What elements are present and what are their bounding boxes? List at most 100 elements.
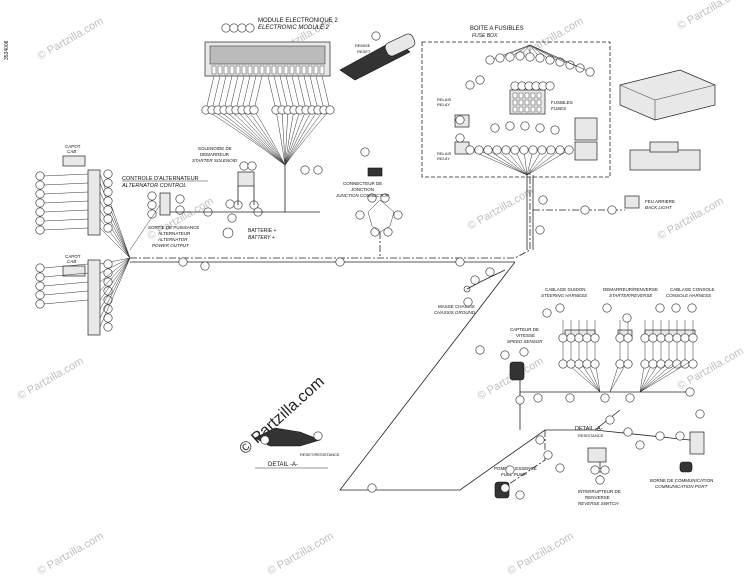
wire-number-bubble bbox=[221, 23, 231, 33]
chassis-en: CHASSIS GROUND bbox=[434, 310, 476, 315]
watermark-text: © Partzilla.com bbox=[36, 15, 106, 62]
wire-number-bubble bbox=[35, 198, 45, 208]
wire-segment bbox=[43, 227, 89, 231]
console-en: CONSOLE HARNESS bbox=[666, 293, 711, 298]
wire-number-bubble bbox=[465, 80, 475, 90]
battery-terminal: BATTERIE + BATTERY + bbox=[222, 227, 276, 241]
wire-number-bubble bbox=[543, 450, 553, 460]
wire-segment bbox=[99, 182, 131, 259]
wire-number-bubble bbox=[575, 63, 585, 73]
wire-number-bubble bbox=[680, 359, 690, 369]
communication-port: BORNE DE COMMUNICATION COMMUNICATION POR… bbox=[650, 431, 713, 489]
starter-rev-fr: DEMARREUR/RENVERSE bbox=[603, 287, 658, 292]
wire-number-bubble bbox=[622, 313, 632, 323]
junction-plug bbox=[367, 167, 383, 177]
wire-number-bubble bbox=[313, 431, 323, 441]
module-title-fr: MODULE ELECTRONIQUE 2 bbox=[258, 18, 338, 24]
wire-number-bubble bbox=[535, 123, 545, 133]
watermark-text: © Partzilla.com bbox=[16, 355, 86, 402]
wire-number-bubble bbox=[542, 308, 552, 318]
wire-number-bubble bbox=[175, 205, 185, 215]
wire-segment bbox=[43, 182, 89, 186]
module-pin bbox=[313, 65, 319, 75]
module-pin bbox=[277, 65, 283, 75]
relay1-en: RELAY bbox=[437, 102, 450, 107]
wire-number-bubble bbox=[590, 333, 600, 343]
wire-segment bbox=[43, 173, 89, 177]
fuse-cell bbox=[530, 99, 536, 106]
comm-port-en: COMMUNICATION PORT bbox=[655, 484, 709, 489]
module-pin bbox=[307, 65, 313, 75]
watermark-text: © Partzilla.com bbox=[266, 530, 336, 577]
power-out-fr-1: SORTIE DE PUISSANCE bbox=[148, 225, 199, 230]
fuse-cell bbox=[512, 106, 518, 113]
wire-segment bbox=[99, 257, 131, 283]
wire-segment bbox=[496, 149, 528, 176]
wire-number-bubble bbox=[355, 210, 365, 220]
alt-control-fr: CONTROLE D'ALTERNATEUR bbox=[122, 176, 199, 182]
main-trunk bbox=[130, 170, 531, 259]
module-pin bbox=[319, 65, 325, 75]
wire-number-bubble bbox=[655, 431, 665, 441]
fuse-cell bbox=[524, 106, 530, 113]
wire-number-bubble bbox=[383, 227, 393, 237]
wire-number-bubble bbox=[656, 359, 666, 369]
wire-segment bbox=[99, 257, 131, 301]
wire-segment bbox=[526, 149, 552, 176]
speed-fr-1: CAPTEUR DE bbox=[510, 327, 539, 332]
wire-number-bubble bbox=[35, 272, 45, 282]
wire-segment bbox=[43, 209, 89, 213]
wire-segment bbox=[43, 200, 89, 204]
wire-number-bubble bbox=[103, 322, 113, 332]
wire-number-bubble bbox=[475, 345, 485, 355]
fuel-pump: POMPE A ESSENCE FUEL PUMP bbox=[494, 466, 537, 499]
steering-fr: CABLAGE GUIDON bbox=[545, 287, 586, 292]
solenoid-fr-1: SOLENOIDE DE bbox=[198, 146, 232, 151]
module-pin bbox=[235, 65, 241, 75]
battery-en: BATTERY + bbox=[248, 235, 275, 241]
wire-number-bubble bbox=[656, 333, 666, 343]
wire-number-bubble bbox=[247, 161, 257, 171]
wire-number-bubble bbox=[35, 171, 45, 181]
wire-number-bubble bbox=[519, 145, 529, 155]
wire-number-bubble bbox=[35, 281, 45, 291]
wire-number-bubble bbox=[300, 165, 310, 175]
fuel-pump-fr: POMPE A ESSENCE bbox=[494, 466, 537, 471]
wire-number-bubble bbox=[688, 333, 698, 343]
wire-segment bbox=[223, 75, 286, 166]
wire-number-bubble bbox=[585, 67, 595, 77]
module-title-en: ELECTRONIC MODULE 2 bbox=[258, 25, 330, 31]
module-pin bbox=[265, 65, 271, 75]
wire-number-bubble bbox=[245, 23, 255, 33]
wire-number-bubble bbox=[239, 161, 249, 171]
wire-segment bbox=[43, 290, 89, 296]
wire-number-bubble bbox=[535, 225, 545, 235]
back-light-en: BACK LIGHT bbox=[645, 205, 673, 210]
wire-number-bubble bbox=[367, 483, 377, 493]
wire-number-bubble bbox=[675, 431, 685, 441]
wire-segment bbox=[499, 44, 531, 59]
wire-segment bbox=[529, 44, 561, 63]
wire-segment bbox=[43, 218, 89, 222]
wire-number-bubble bbox=[582, 333, 592, 343]
module-pin bbox=[223, 65, 229, 75]
wire-number-bubble bbox=[664, 333, 674, 343]
wire-segment bbox=[99, 257, 131, 328]
cab-wire-fan bbox=[35, 147, 403, 332]
wire-number-bubble bbox=[103, 178, 113, 188]
wire-number-bubble bbox=[335, 257, 345, 267]
cab1-fr: CAPOT bbox=[65, 144, 81, 149]
solenoid-en: STARTER SOLENOID bbox=[192, 158, 238, 163]
module-wire-fan bbox=[201, 23, 381, 166]
wire-number-bubble bbox=[505, 52, 515, 62]
detail-a-left: RESET/RESISTANCE DETAIL -A- bbox=[254, 427, 340, 469]
wire-number-bubble bbox=[103, 268, 113, 278]
power-out-en-1: ALTERNATOR bbox=[157, 237, 188, 242]
relay1-fr: RELAIS bbox=[437, 97, 452, 102]
module-pin bbox=[301, 65, 307, 75]
starter-solenoid: SOLENOIDE DE DEMARREUR STARTER SOLENOID bbox=[192, 146, 255, 205]
watermark-text: © Partzilla.com bbox=[36, 530, 106, 577]
solenoid-fr-2: DEMARREUR bbox=[200, 152, 230, 157]
wire-segment bbox=[241, 75, 286, 166]
